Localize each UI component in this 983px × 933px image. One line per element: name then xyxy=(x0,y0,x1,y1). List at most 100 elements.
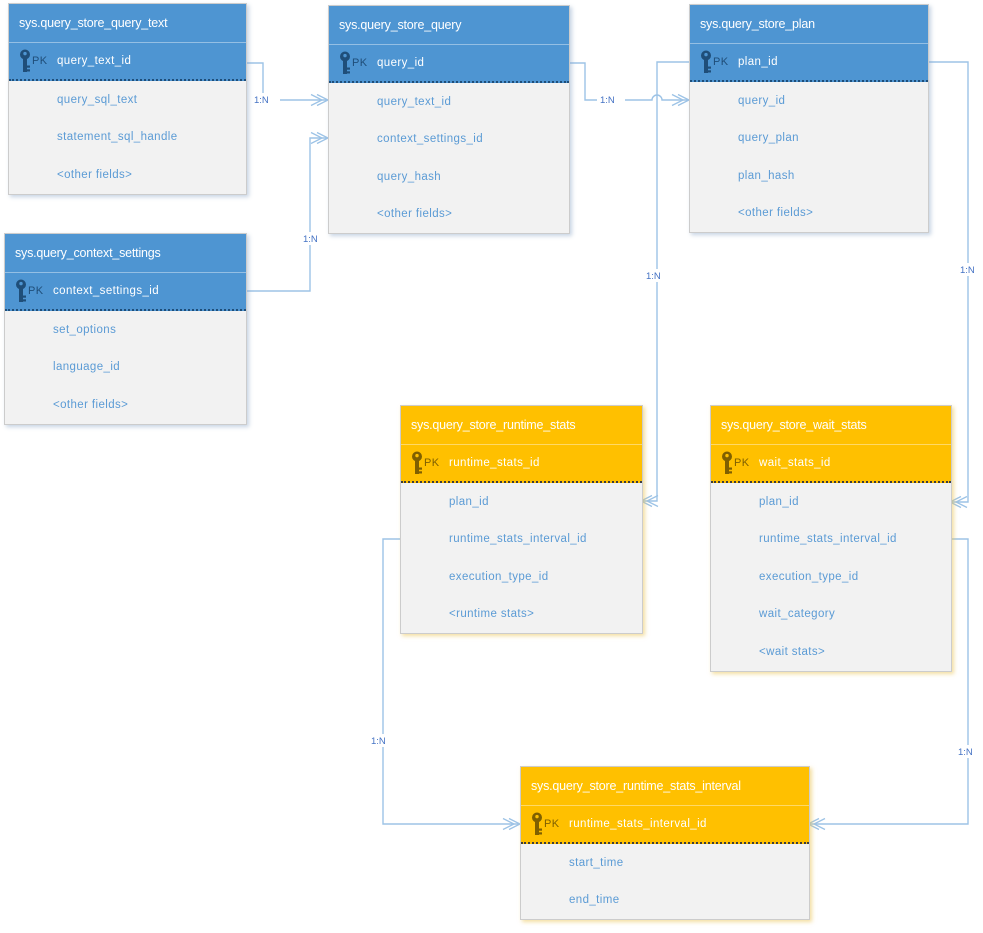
pk-tag: PK xyxy=(713,56,729,68)
connector-runtime-stats-to-interval: 1:N xyxy=(368,538,522,831)
field-name: query_sql_text xyxy=(57,93,138,106)
cardinality-label: 1:N xyxy=(958,747,973,758)
pk-row: PK plan_id xyxy=(690,44,928,82)
table-query-store-plan: sys.query_store_plan PK plan_id query_id… xyxy=(689,4,929,233)
table-query-context-settings: sys.query_context_settings PK context_se… xyxy=(4,233,247,425)
pk-tag: PK xyxy=(424,457,440,469)
primary-key-icon xyxy=(411,451,423,475)
field-name: query_hash xyxy=(377,170,442,183)
pk-field-name: query_id xyxy=(377,57,425,69)
field-name: <other fields> xyxy=(738,207,814,220)
connector-query-text-to-query: 1:N xyxy=(245,62,330,107)
field-row: runtime_stats_interval_id xyxy=(401,520,642,558)
table-query-store-runtime-stats-interval: sys.query_store_runtime_stats_interval P… xyxy=(520,766,810,920)
pk-row: PK query_text_id xyxy=(9,43,246,81)
pk-field-name: plan_id xyxy=(738,56,778,68)
field-name: set_options xyxy=(53,323,117,336)
table-title: sys.query_store_runtime_stats_interval xyxy=(521,767,809,806)
field-row: end_time xyxy=(521,881,809,919)
pk-row: PK wait_stats_id xyxy=(711,445,951,483)
field-row: <other fields> xyxy=(9,156,246,194)
field-name: query_id xyxy=(738,94,786,107)
pk-row: PK runtime_stats_interval_id xyxy=(521,806,809,844)
primary-key-icon xyxy=(15,279,27,303)
table-title: sys.query_store_plan xyxy=(690,5,928,44)
table-title: sys.query_store_wait_stats xyxy=(711,406,951,445)
cardinality-label: 1:N xyxy=(371,736,386,747)
pk-tag: PK xyxy=(544,818,560,830)
primary-key-icon xyxy=(700,50,712,74)
field-name: plan_hash xyxy=(738,169,795,182)
pk-field-name: runtime_stats_interval_id xyxy=(569,818,707,830)
field-name: <other fields> xyxy=(53,398,129,411)
field-row: plan_hash xyxy=(690,157,928,195)
pk-field-name: wait_stats_id xyxy=(759,457,831,469)
field-row: language_id xyxy=(5,348,246,386)
primary-key-icon xyxy=(531,812,543,836)
primary-key-icon xyxy=(721,451,733,475)
table-title: sys.query_context_settings xyxy=(5,234,246,273)
pk-field-name: runtime_stats_id xyxy=(449,457,540,469)
pk-field-name: query_text_id xyxy=(57,55,132,67)
field-name: execution_type_id xyxy=(449,570,549,583)
field-row: plan_id xyxy=(711,483,951,521)
field-row: query_id xyxy=(690,82,928,120)
field-row: wait_category xyxy=(711,595,951,633)
field-row: query_sql_text xyxy=(9,81,246,119)
field-row: <other fields> xyxy=(690,194,928,232)
pk-field-name: context_settings_id xyxy=(53,285,160,297)
field-row: set_options xyxy=(5,311,246,349)
field-row: query_hash xyxy=(329,158,569,196)
connector-context-settings-to-query: 1:N xyxy=(245,131,330,292)
field-row: runtime_stats_interval_id xyxy=(711,520,951,558)
cardinality-label: 1:N xyxy=(254,95,269,106)
connector-plan-to-wait-stats: 1:N xyxy=(927,61,983,509)
field-row: execution_type_id xyxy=(711,558,951,596)
field-row: start_time xyxy=(521,844,809,882)
connector-wait-stats-to-interval: 1:N xyxy=(806,538,981,831)
field-name: query_text_id xyxy=(377,95,452,108)
field-row: query_plan xyxy=(690,119,928,157)
table-query-store-wait-stats: sys.query_store_wait_stats PK wait_stats… xyxy=(710,405,952,672)
connector-query-to-plan: 1:N xyxy=(568,62,691,107)
field-row: context_settings_id xyxy=(329,120,569,158)
field-name: <runtime stats> xyxy=(449,608,535,621)
field-row: <wait stats> xyxy=(711,633,951,671)
pk-row: PK context_settings_id xyxy=(5,273,246,311)
table-title: sys.query_store_query xyxy=(329,6,569,45)
field-name: execution_type_id xyxy=(759,570,859,583)
table-query-store-runtime-stats: sys.query_store_runtime_stats PK runtime… xyxy=(400,405,643,634)
field-row: statement_sql_handle xyxy=(9,118,246,156)
field-row: <runtime stats> xyxy=(401,595,642,633)
table-title: sys.query_store_runtime_stats xyxy=(401,406,642,445)
field-name: plan_id xyxy=(449,495,489,508)
cardinality-label: 1:N xyxy=(600,95,615,106)
field-row: execution_type_id xyxy=(401,558,642,596)
pk-row: PK query_id xyxy=(329,45,569,83)
field-row: <other fields> xyxy=(329,195,569,233)
field-name: <other fields> xyxy=(57,168,133,181)
field-name: start_time xyxy=(569,856,624,869)
table-query-store-query-text: sys.query_store_query_text PK query_text… xyxy=(8,3,247,195)
cardinality-label: 1:N xyxy=(303,234,318,245)
connector-plan-to-runtime-stats: 1:N xyxy=(639,61,689,508)
field-name: end_time xyxy=(569,894,620,907)
field-name: <other fields> xyxy=(377,208,453,221)
cardinality-label: 1:N xyxy=(960,265,975,276)
field-name: query_plan xyxy=(738,132,799,145)
field-row: plan_id xyxy=(401,483,642,521)
primary-key-icon xyxy=(19,49,31,73)
primary-key-icon xyxy=(339,51,351,75)
field-name: wait_category xyxy=(759,608,836,621)
pk-row: PK runtime_stats_id xyxy=(401,445,642,483)
field-name: <wait stats> xyxy=(759,645,826,658)
field-name: runtime_stats_interval_id xyxy=(449,533,587,546)
field-row: <other fields> xyxy=(5,386,246,424)
pk-tag: PK xyxy=(28,285,44,297)
pk-tag: PK xyxy=(352,57,368,69)
field-name: runtime_stats_interval_id xyxy=(759,533,897,546)
table-title: sys.query_store_query_text xyxy=(9,4,246,43)
field-name: statement_sql_handle xyxy=(57,131,178,144)
